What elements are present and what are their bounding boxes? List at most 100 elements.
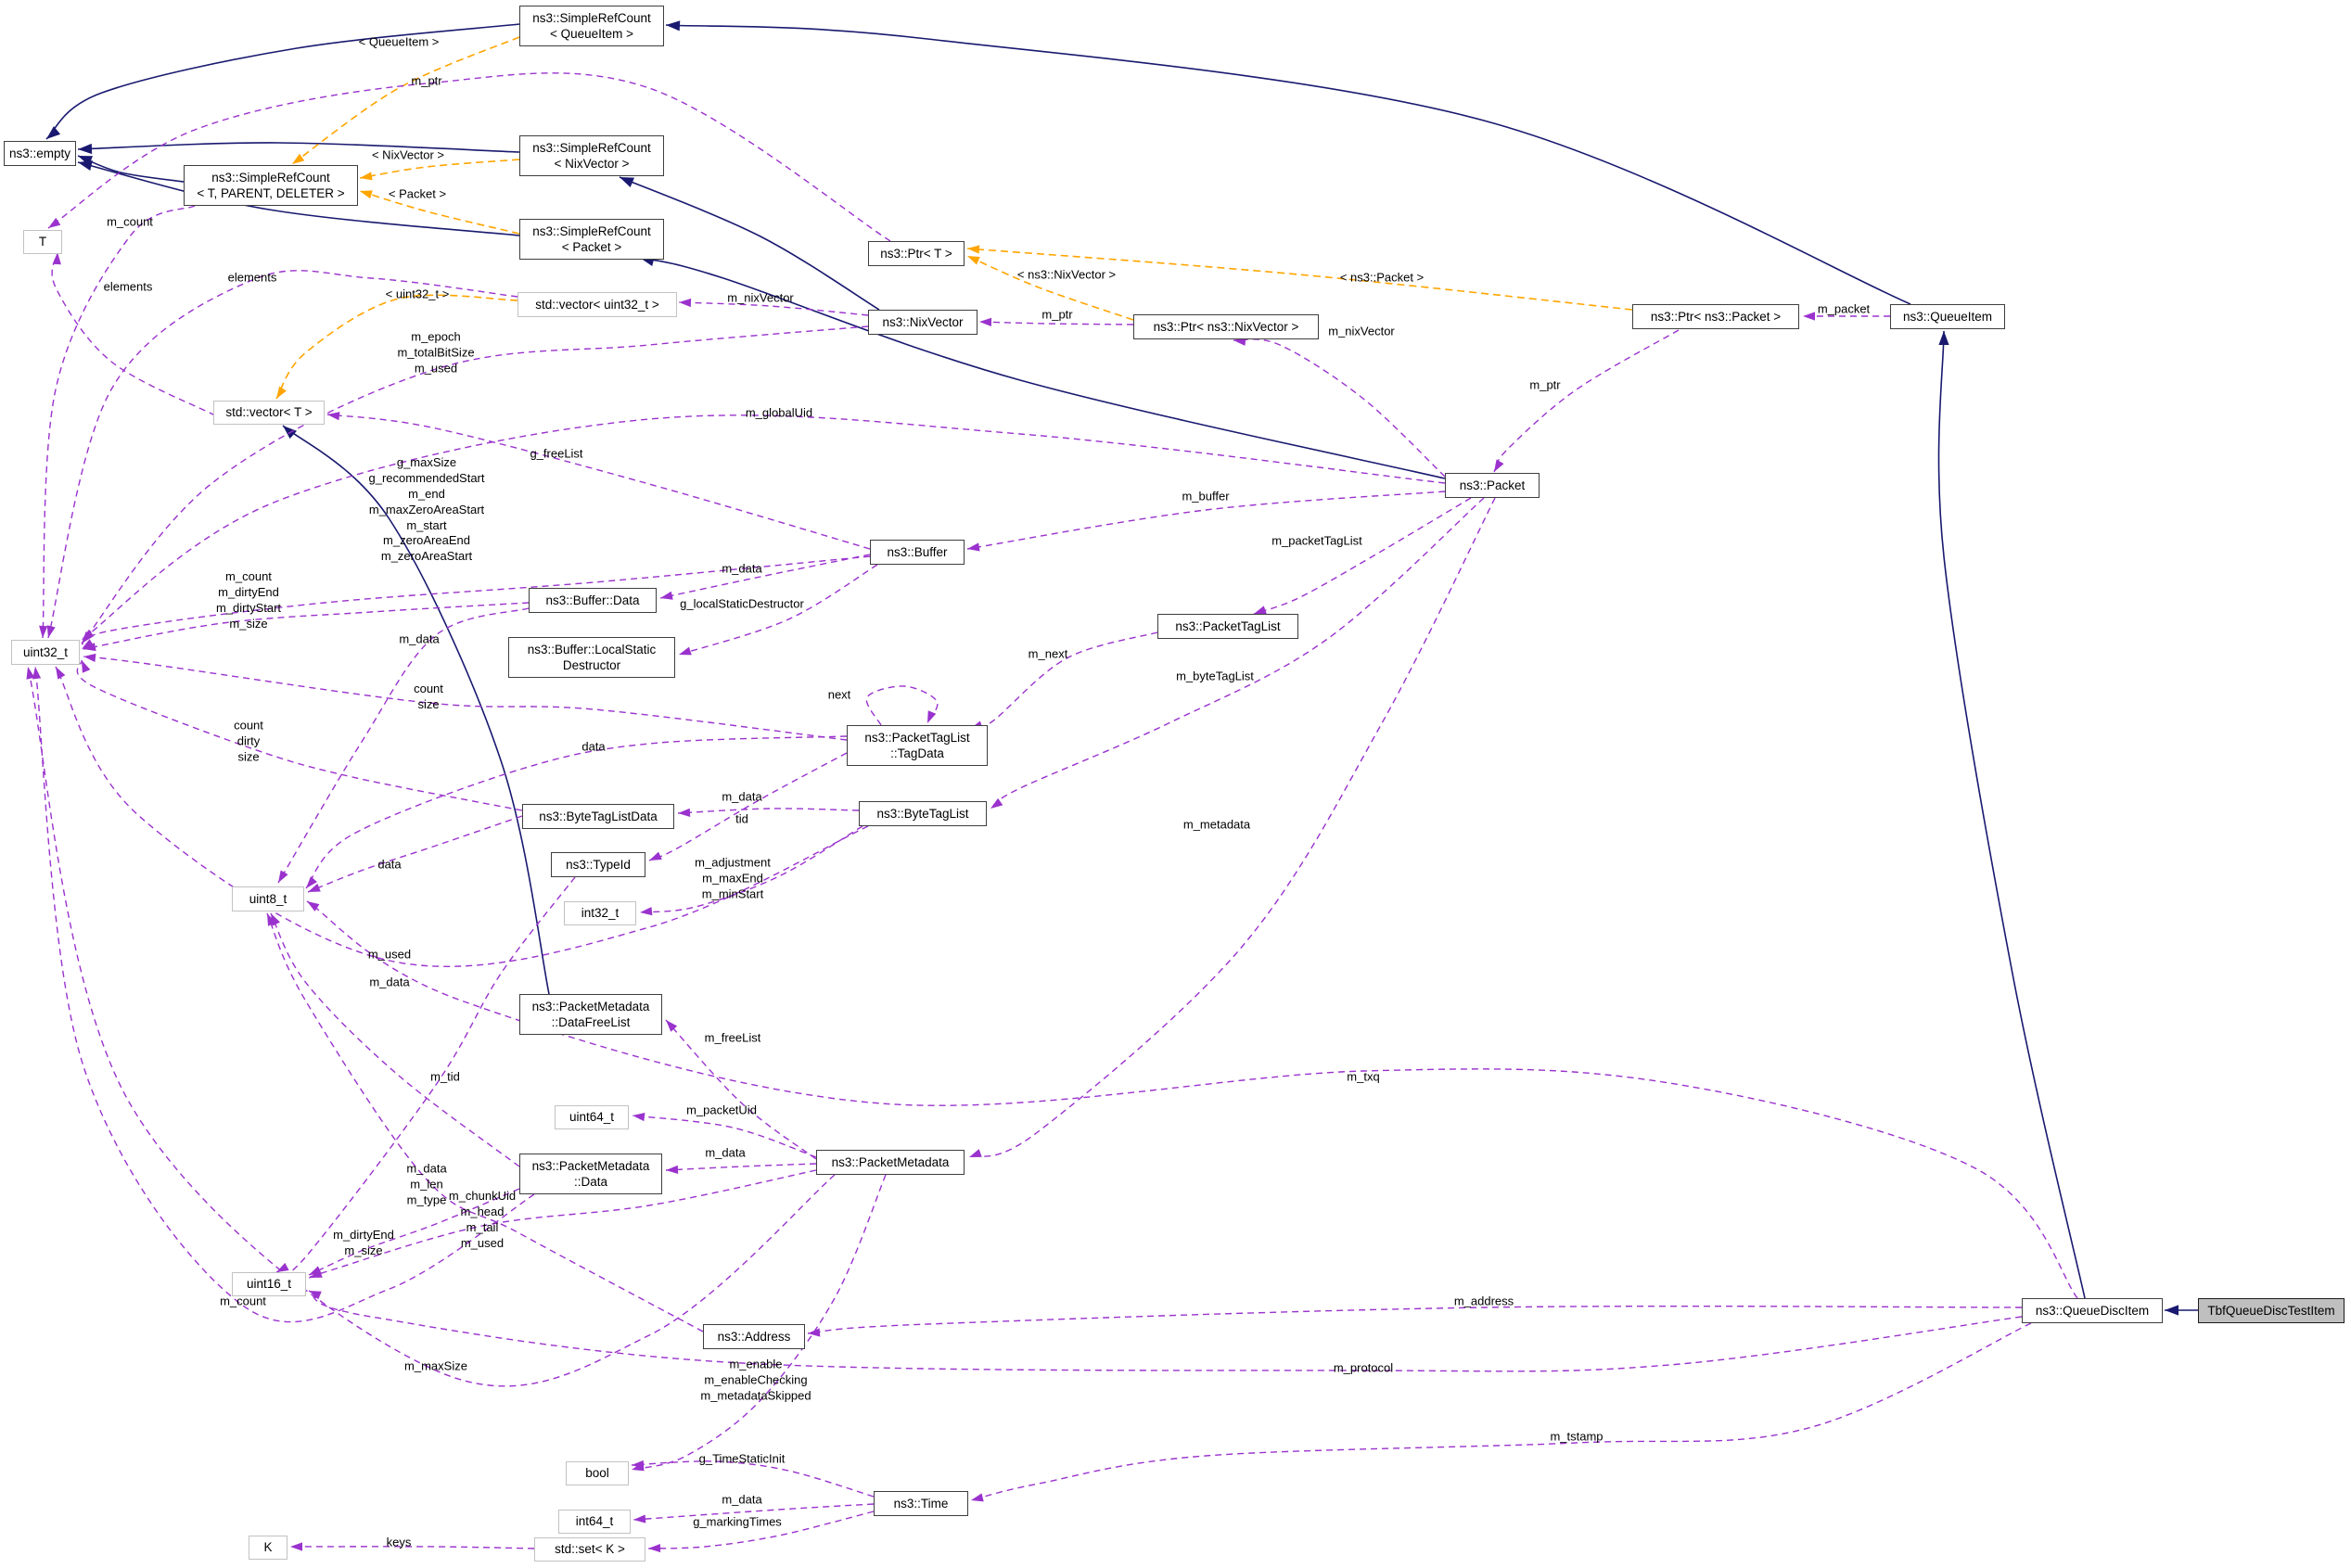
edge-time-bool-arrowhead-icon (632, 1460, 645, 1470)
class-node-packet[interactable]: ns3::Packet (1445, 473, 1540, 498)
edge-tagdata-uint8-line (305, 735, 848, 889)
edge-setk-k-arrowhead-icon (290, 1542, 302, 1551)
class-node-uint64: uint64_t (555, 1105, 629, 1129)
edge-tagdata-typeid-arrowhead-icon (649, 851, 662, 860)
edge-pmd-dfl-line (665, 1019, 817, 1160)
class-node-packetmetadata[interactable]: ns3::PacketMetadata (816, 1150, 965, 1175)
class-node-tbfqueuedisctestitem[interactable]: TbfQueueDiscTestItem (2198, 1298, 2345, 1323)
edge-pmd-uint64-line (632, 1115, 817, 1158)
edge-buffer-bufdata-arrowhead-icon (660, 591, 673, 600)
class-node-uint8: uint8_t (232, 886, 304, 911)
edge-pmddata-uint8-line (270, 912, 520, 1167)
class-node-vec-uint32: std::vector< uint32_t > (517, 292, 677, 317)
class-node-ptr-t[interactable]: ns3::Ptr< T > (868, 241, 965, 266)
edge-srcq-empty-line (45, 23, 520, 140)
class-node-pmd-data[interactable]: ns3::PacketMetadata ::Data (519, 1154, 662, 1194)
class-node-ptr-nixvector[interactable]: ns3::Ptr< ns3::NixVector > (1133, 314, 1319, 339)
edge-srcnix-empty-line (77, 142, 520, 153)
class-node-empty[interactable]: ns3::empty (4, 141, 76, 166)
edge-qdi-time-line (970, 1322, 2032, 1501)
class-node-src-queueitem[interactable]: ns3::SimpleRefCount < QueueItem > (519, 6, 664, 46)
class-node-nixvector[interactable]: ns3::NixVector (868, 310, 977, 335)
edge-pmd-uint16-line (306, 1169, 817, 1279)
edge-addr-uint8-arrowhead-icon (267, 913, 276, 926)
edge-nixvec-srcnix-arrowhead-icon (620, 177, 634, 187)
class-node-src-packet[interactable]: ns3::SimpleRefCount < Packet > (519, 219, 664, 260)
class-node-uint16: uint16_t (232, 1272, 306, 1296)
edge-buffer-vect-line (326, 414, 871, 550)
class-node-datafreelist[interactable]: ns3::PacketMetadata ::DataFreeList (519, 994, 662, 1035)
edge-packet-ptl-arrowhead-icon (1254, 606, 1267, 614)
edge-queueitem-ptrpkt-arrowhead-icon (1803, 312, 1815, 321)
edge-btl-uint32-arrowhead-icon (56, 667, 66, 680)
class-node-src-nixvector[interactable]: ns3::SimpleRefCount < NixVector > (519, 135, 664, 176)
edge-btld-uint8-arrowhead-icon (308, 883, 321, 892)
edge-btld-uint32-line (76, 659, 523, 811)
class-node-ptr-packet[interactable]: ns3::Ptr< ns3::Packet > (1632, 304, 1799, 329)
edge-pmd-pmddata-line (665, 1163, 817, 1171)
edge-qdi-address-arrowhead-icon (808, 1328, 821, 1337)
edge-vecu32-uint32-line (47, 270, 518, 639)
edge-queueitem-srcq-line (665, 24, 1911, 305)
edge-tmpl-queueitem-line (291, 36, 520, 165)
edge-tagdata-self-arrowhead-icon (927, 710, 937, 723)
class-node-bytetaglistdata[interactable]: ns3::ByteTagListData (522, 804, 674, 829)
edge-tmpl-nsnixvector-line (966, 255, 1134, 321)
edge-packet-srcpkt-line (639, 257, 1446, 479)
edge-btld-uint8-line (307, 815, 523, 893)
edge-vect-t-line (51, 251, 216, 416)
edge-btl-uint32-line (55, 666, 869, 968)
class-node-buffer[interactable]: ns3::Buffer (870, 540, 965, 565)
edge-tmpl-nspacket-arrowhead-icon (967, 245, 980, 254)
edge-btl-btld-arrowhead-icon (678, 808, 691, 817)
edge-srcpkt-empty-line (77, 161, 520, 236)
class-node-packettaglist[interactable]: ns3::PacketTagList (1157, 614, 1298, 639)
edge-buffer-vect-arrowhead-icon (327, 412, 340, 421)
class-node-queuediscitem[interactable]: ns3::QueueDiscItem (2022, 1298, 2163, 1323)
class-node-tagdata[interactable]: ns3::PacketTagList ::TagData (847, 725, 988, 766)
edge-nixvec-uint32-line (81, 325, 869, 644)
edge-tbf-qdi-arrowhead-icon (2165, 1305, 2179, 1316)
edge-tagdata-uint32-line (83, 656, 848, 741)
edge-typeid-uint16-line (275, 876, 576, 1276)
edge-buffer-uint32-line (81, 555, 871, 650)
edge-buffer-bufdata-line (659, 554, 871, 599)
edge-vect-t-arrowhead-icon (52, 252, 61, 265)
edge-nixvec-srcnix-line (619, 176, 880, 311)
edge-btld-uint32-arrowhead-icon (82, 660, 91, 673)
edge-ptrnix-nixvec-line (978, 321, 1134, 325)
class-node-address[interactable]: ns3::Address (703, 1324, 805, 1349)
edge-qdi-queueitem-arrowhead-icon (1938, 331, 1949, 345)
edge-ptrnix-nixvec-arrowhead-icon (979, 317, 992, 326)
edge-pmd-uint32-arrowhead-icon (26, 667, 35, 680)
edge-qdi-uint16-line (308, 1290, 2023, 1372)
edge-nixvec-vecu32-arrowhead-icon (679, 298, 692, 308)
edge-setk-k-line (289, 1546, 535, 1549)
class-node-queueitem[interactable]: ns3::QueueItem (1890, 304, 2005, 329)
edge-time-bool-line (631, 1460, 875, 1498)
edge-tagdata-self-line (865, 685, 939, 726)
class-node-t: T (23, 230, 62, 254)
edge-packet-ptl-line (1253, 497, 1472, 615)
edge-btl-int32-line (639, 825, 863, 913)
edge-bufdata-uint32-arrowhead-icon (83, 643, 96, 652)
class-node-buffer-data[interactable]: ns3::Buffer::Data (529, 588, 657, 613)
edge-packet-pmd-line (968, 497, 1496, 1158)
class-node-bytetaglist[interactable]: ns3::ByteTagList (859, 801, 987, 826)
edge-btl-int32-arrowhead-icon (640, 907, 653, 916)
edge-qdi-uint8-arrowhead-icon (307, 901, 320, 911)
class-node-vec-t: std::vector< T > (213, 401, 325, 425)
edge-pmddata-uint16-arrowhead-icon (309, 1266, 322, 1275)
class-node-bool: bool (566, 1461, 629, 1485)
edge-pmddata-uint32-arrowhead-icon (32, 667, 42, 680)
class-node-int64: int64_t (558, 1510, 631, 1534)
edge-pmd-dfl-arrowhead-icon (666, 1020, 678, 1032)
edge-nixvec-vecu32-line (678, 301, 869, 316)
class-node-buffer-lsd[interactable]: ns3::Buffer::LocalStatic Destructor (508, 637, 675, 678)
edge-tmpl-nixvector-arrowhead-icon (360, 172, 373, 181)
class-node-time[interactable]: ns3::Time (874, 1491, 968, 1516)
class-node-src-tpd[interactable]: ns3::SimpleRefCount < T, PARENT, DELETER… (184, 165, 358, 206)
class-node-typeid[interactable]: ns3::TypeId (551, 852, 645, 877)
class-node-k: K (249, 1536, 287, 1560)
